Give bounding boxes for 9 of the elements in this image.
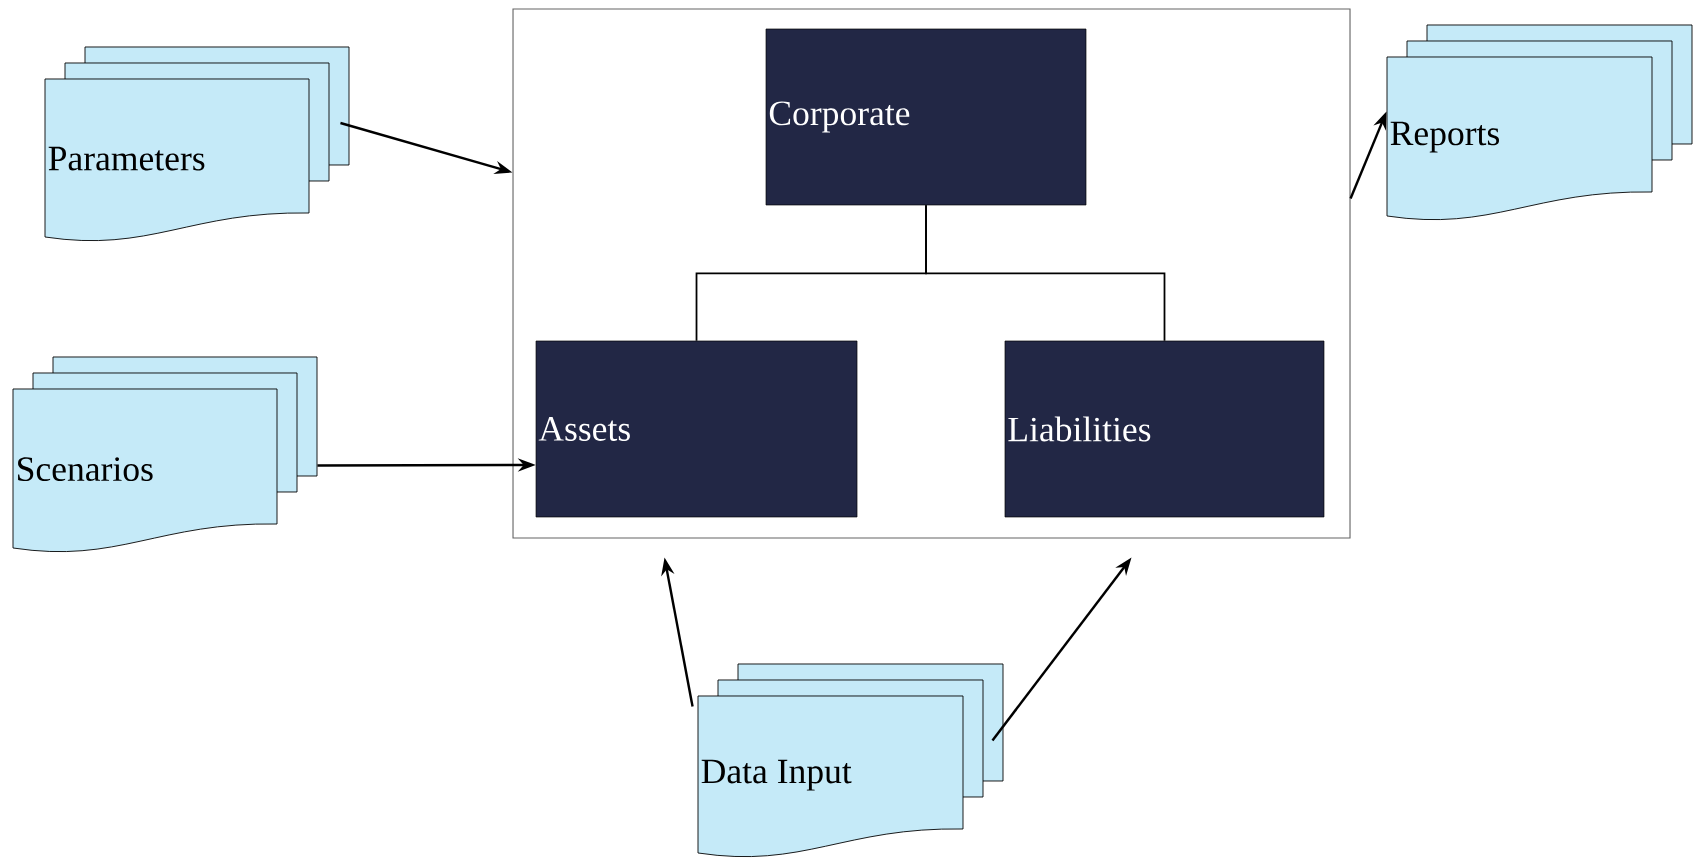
- process-box: Liabilities: [1004, 340, 1325, 518]
- document-stack: Scenarios: [12, 356, 318, 553]
- process-box: Corporate: [765, 28, 1087, 206]
- document-stack: Reports: [1386, 24, 1693, 221]
- document-stack: Data Input: [697, 663, 1004, 858]
- connector-line: [925, 204, 1166, 342]
- frame-box: [512, 8, 1351, 539]
- document-stack: Parameters: [44, 46, 350, 242]
- process-box: Assets: [535, 340, 858, 518]
